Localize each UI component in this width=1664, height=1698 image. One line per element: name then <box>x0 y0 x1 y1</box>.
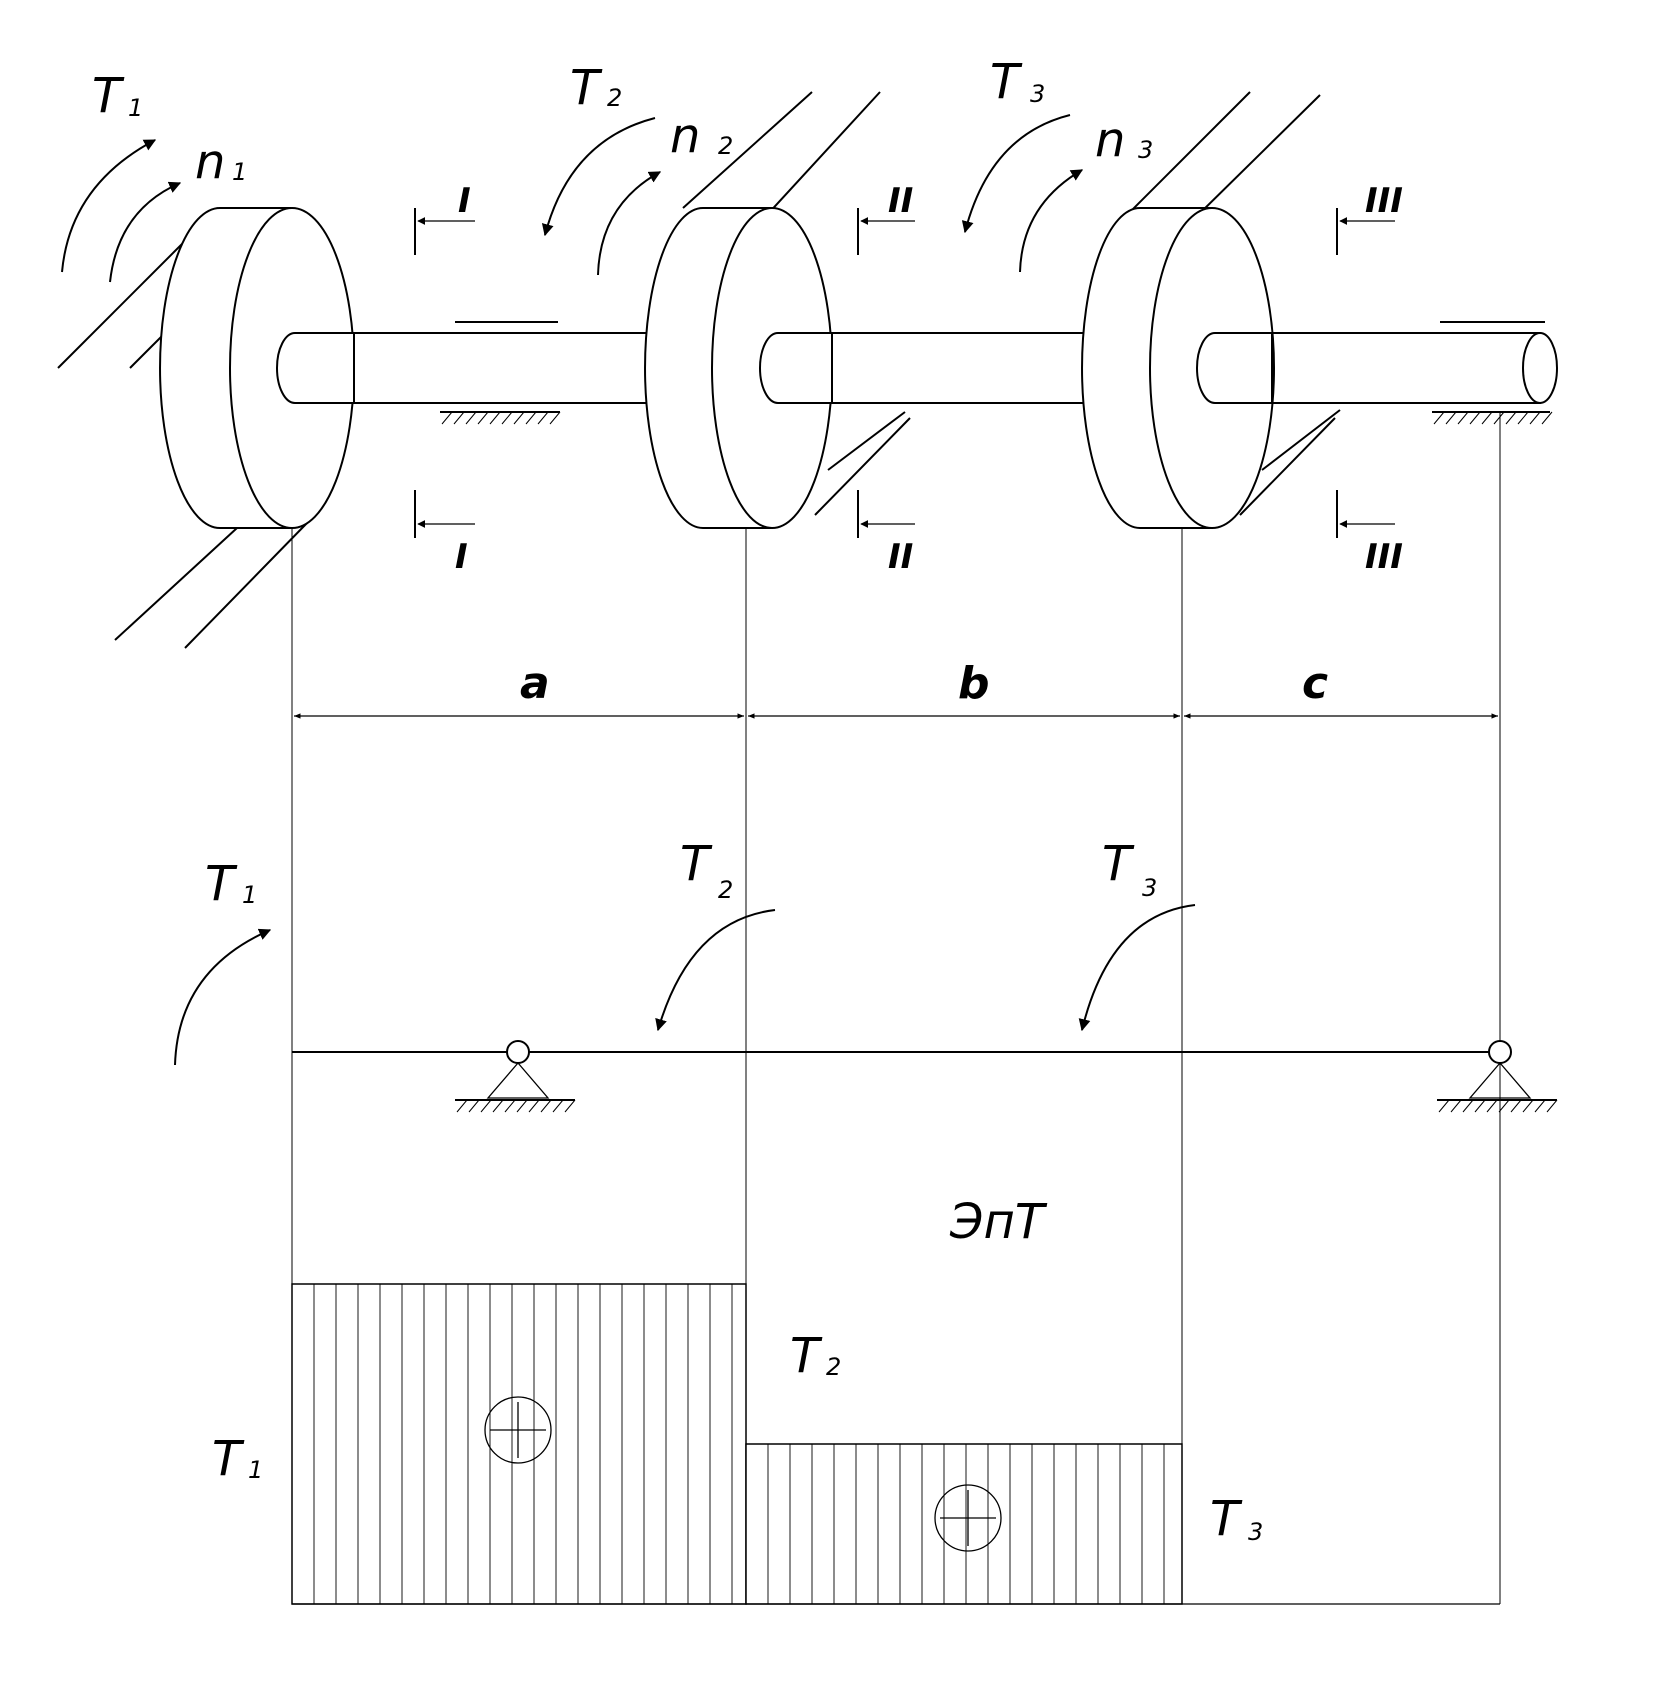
label-T1-top: T 1 <box>92 68 143 124</box>
label-T3-top: T 3 <box>990 54 1045 110</box>
svg-text:T: T <box>570 60 603 116</box>
plus-sign-2 <box>934 1484 1002 1552</box>
svg-text:1: 1 <box>128 94 143 122</box>
label-T2-beam: T 2 <box>680 836 733 904</box>
dimension-b: b <box>958 658 990 709</box>
svg-text:III: III <box>1365 537 1403 577</box>
label-n1-top: n 1 <box>195 134 247 190</box>
svg-text:n: n <box>195 134 225 190</box>
bearing-1 <box>440 321 561 425</box>
svg-text:T: T <box>1210 1491 1243 1547</box>
shaft-assembly: T 1 n 1 T 2 n 2 T 3 n 3 I I <box>57 54 1558 649</box>
svg-text:I: I <box>458 181 471 221</box>
svg-text:3: 3 <box>1248 1518 1263 1546</box>
label-T1-beam: T 1 <box>205 856 257 912</box>
label-T2-diagram: T 2 <box>790 1328 841 1384</box>
speed-arrow-3 <box>1019 169 1084 273</box>
diagram-fills <box>291 1283 1183 1605</box>
label-n3-top: n 3 <box>1095 112 1153 168</box>
torque-arrow-T1-beam <box>174 928 272 1066</box>
svg-text:2: 2 <box>607 84 622 112</box>
svg-text:2: 2 <box>826 1353 841 1381</box>
torque-arrow-3 <box>961 114 1071 234</box>
svg-text:T: T <box>990 54 1023 110</box>
section-marker-I: I I <box>414 181 475 577</box>
torque-arrow-T3-beam <box>1078 904 1196 1032</box>
svg-text:2: 2 <box>718 876 733 904</box>
bearing-2 <box>1432 321 1553 425</box>
svg-text:T: T <box>205 856 238 912</box>
label-T3-diagram: T 3 <box>1210 1491 1263 1547</box>
svg-text:1: 1 <box>248 1456 263 1484</box>
dimension-line: a b c <box>294 658 1498 719</box>
label-n2-top: n 2 <box>670 108 733 164</box>
plus-sign-1 <box>484 1396 552 1464</box>
svg-text:II: II <box>888 181 913 221</box>
torque-plot: ЭпT T 1 T 2 T 3 <box>212 1194 1500 1605</box>
pulley-2 <box>644 207 833 529</box>
belt-3 <box>1119 91 1341 516</box>
svg-text:T: T <box>212 1431 245 1487</box>
section-marker-III: III III <box>1336 181 1403 577</box>
pulley-3 <box>1081 207 1275 529</box>
svg-text:I: I <box>455 537 468 577</box>
speed-arrow-1 <box>109 181 182 283</box>
svg-text:n: n <box>670 108 700 164</box>
section-marker-II: II II <box>857 181 915 577</box>
label-T3-beam: T 3 <box>1102 836 1157 902</box>
svg-text:3: 3 <box>1030 80 1045 108</box>
svg-text:T: T <box>790 1328 823 1384</box>
beam-scheme: T 1 T 2 T 3 <box>174 836 1558 1113</box>
torque-arrow-1 <box>61 139 157 273</box>
svg-text:n: n <box>1095 112 1125 168</box>
svg-text:3: 3 <box>1142 874 1157 902</box>
svg-text:T: T <box>92 68 125 124</box>
belt-2 <box>682 91 911 516</box>
support-right <box>1437 1040 1558 1113</box>
shaft-end <box>1522 332 1558 404</box>
svg-text:3: 3 <box>1138 136 1153 164</box>
svg-text:T: T <box>1102 836 1135 892</box>
label-T1-diagram: T 1 <box>212 1431 263 1487</box>
pulley-1 <box>159 207 355 529</box>
svg-text:III: III <box>1365 181 1403 221</box>
diagram-title: ЭпT <box>949 1194 1048 1250</box>
svg-text:II: II <box>888 537 913 577</box>
svg-text:T: T <box>680 836 713 892</box>
support-left <box>455 1040 576 1113</box>
svg-text:1: 1 <box>232 158 247 186</box>
diagram-step-b <box>745 1443 1183 1605</box>
dimension-a: a <box>520 658 550 709</box>
dimension-c: c <box>1302 658 1328 709</box>
svg-text:2: 2 <box>718 132 733 160</box>
torque-arrow-2 <box>541 117 656 237</box>
torque-arrow-T2-beam <box>655 909 776 1032</box>
svg-text:1: 1 <box>242 881 257 909</box>
speed-arrow-2 <box>597 171 662 276</box>
label-T2-top: T 2 <box>570 60 622 116</box>
diagram-step-a <box>291 1283 747 1605</box>
